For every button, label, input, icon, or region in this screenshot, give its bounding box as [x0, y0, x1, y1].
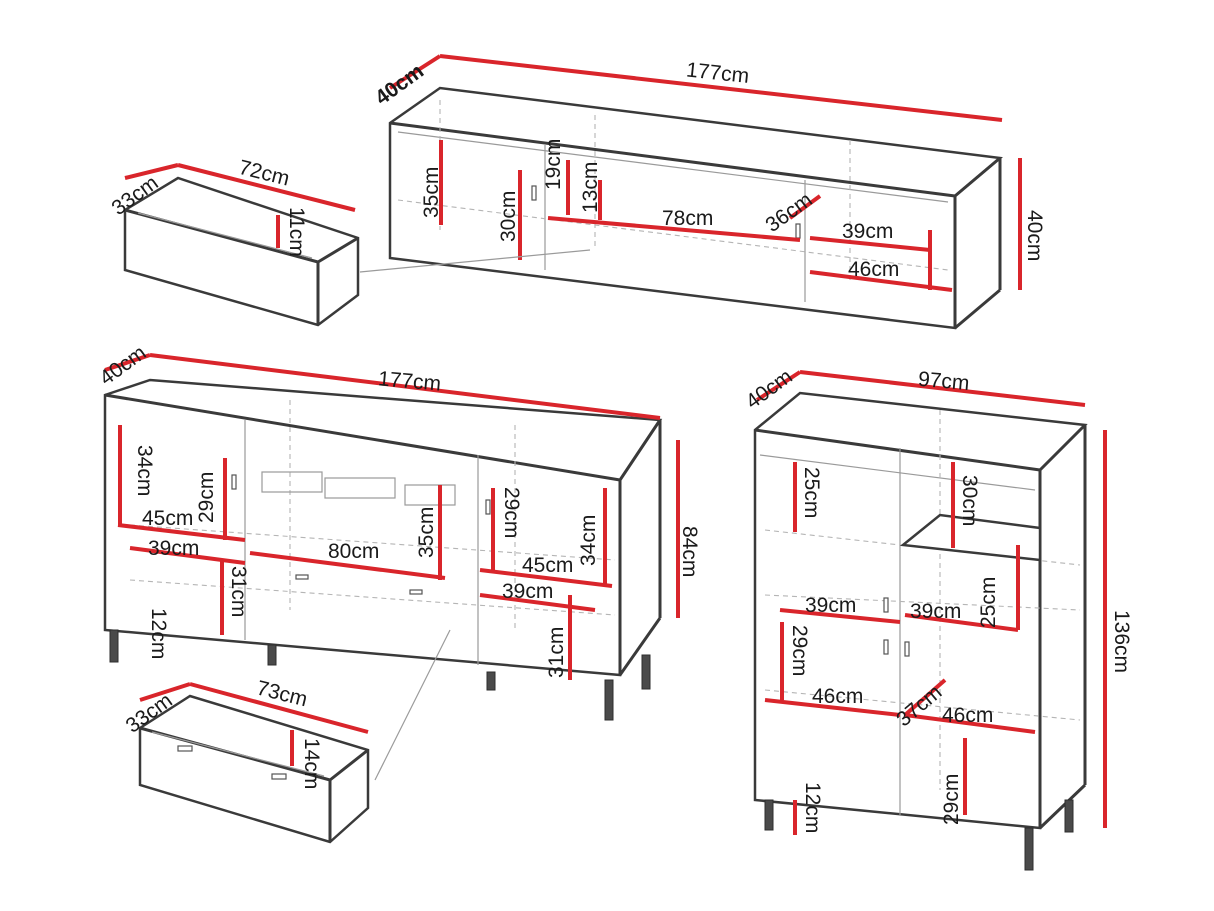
hb-right-low-label: 29cm — [940, 774, 963, 825]
sb-drawer-body — [138, 694, 370, 844]
sb-right-top-label: 34cm — [577, 515, 600, 566]
tv-drawer: 33cm 72cm 11cm — [107, 156, 591, 327]
tv-drawer-width-line — [177, 163, 356, 212]
tv-right-inner-label: 39cm — [842, 220, 893, 243]
sb-drawer-width-label: 73cm — [254, 677, 309, 712]
tv-drawer-height-label: 11cm — [285, 207, 308, 257]
sb-left-low-label: 31cm — [227, 566, 250, 617]
sb-mid-width-label: 80cm — [328, 540, 379, 563]
sb-left-inner-label: 39cm — [148, 537, 199, 560]
hb-width-line — [799, 370, 1086, 407]
highboard: 40cm 97cm 136cm 25cm 30cm 39cm 39cm 25cm… — [742, 365, 1133, 871]
tv-left-inner-label: 30cm — [497, 191, 520, 242]
sb-drawer-width-line — [189, 682, 369, 734]
sb-right-door-label: 29cm — [500, 487, 523, 538]
sb-right-inner-line — [479, 593, 596, 612]
tv-mid-top-label: 19cm — [542, 139, 565, 190]
hb-left-door-label: 29cm — [788, 625, 811, 676]
hb-right-top-label: 30cm — [958, 475, 981, 526]
hb-right-inner-line — [904, 613, 1019, 632]
sb-drawer: 33cm 73cm 14cm — [122, 629, 451, 844]
sb-depth-line — [104, 353, 151, 372]
sb-left-shelf-label: 45cm — [142, 507, 193, 530]
hb-right-shelf-line — [904, 713, 1036, 734]
hb-leg-label: 12cm — [801, 782, 824, 833]
sb-right-low-label: 31cm — [545, 627, 568, 678]
sb-drawer-depth-line — [139, 682, 191, 702]
tv-drawer-body — [123, 176, 360, 327]
tv-right-inner-line — [809, 236, 931, 252]
sb-left-door-label: 29cm — [195, 472, 218, 523]
tv-height-label: 40cm — [1023, 210, 1046, 261]
hb-right-shelf-label: 46cm — [942, 704, 993, 727]
hb-open-niche — [899, 513, 1042, 562]
sb-left-top-label: 34cm — [133, 445, 156, 496]
tv-stand: 40cm 177cm 40cm 35cm 30cm 19cm 13cm 78cm… — [371, 54, 1046, 330]
hb-width-label: 97cm — [917, 368, 970, 395]
sb-right-shelf-label: 45cm — [522, 554, 573, 577]
sideboard: 40cm 177cm 84cm 34cm 29cm 45cm 39cm 31cm… — [95, 341, 701, 721]
hb-left-inner-label: 39cm — [805, 594, 856, 617]
hb-right-inner-label: 39cm — [910, 600, 961, 623]
hb-left-shelf-label: 46cm — [812, 685, 863, 708]
sb-left-inner-line — [129, 546, 246, 565]
tv-mid-open-label: 13cm — [579, 162, 602, 213]
hb-depth-line — [755, 370, 802, 402]
sb-mid-width-line — [249, 551, 446, 580]
hb-left-shelf-line — [764, 698, 901, 717]
hb-right-mid-label: 25cm — [977, 577, 1000, 628]
tv-diag-line — [788, 194, 822, 220]
sb-mid-height-label: 35cm — [415, 507, 438, 558]
hb-diag-line — [903, 678, 947, 717]
tv-depth-line — [388, 54, 442, 90]
sb-leg-label: 12cm — [147, 608, 170, 659]
tv-mid-width-line — [547, 216, 801, 242]
tv-right-shelf-label: 46cm — [848, 258, 899, 281]
hb-left-inner-line — [779, 608, 901, 624]
sb-left-shelf-line — [117, 523, 246, 542]
tv-left-height-label: 35cm — [420, 167, 443, 218]
sb-right-shelf-line — [479, 568, 613, 588]
sb-width-label: 177cm — [377, 367, 442, 395]
sb-width-line — [149, 353, 661, 420]
tv-mid-width-label: 78cm — [662, 207, 713, 230]
sb-right-inner-label: 39cm — [502, 580, 553, 603]
hb-left-top-label: 25cm — [800, 467, 823, 518]
tv-right-shelf-line — [809, 270, 953, 292]
sb-height-label: 84cm — [678, 526, 701, 577]
hb-height-label: 136cm — [1110, 610, 1133, 673]
tv-drawer-depth-line — [124, 163, 179, 180]
sb-drawer-height-label: 14cm — [300, 738, 323, 789]
tv-width-line — [439, 54, 1003, 122]
